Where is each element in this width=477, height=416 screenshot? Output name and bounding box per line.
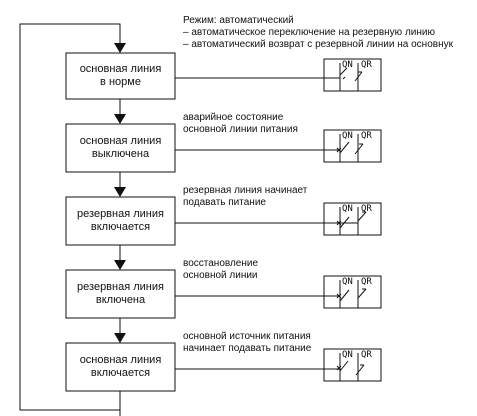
step-5-note-line-2: начинает подавать питание [183,343,312,354]
switch-schematic-5 [323,348,382,382]
qr-label-5: QR [361,350,372,360]
arrow-head [114,333,126,343]
step-3-line-1: резервная линия [77,208,164,220]
step-4-note-line-1: восстановление [183,258,259,269]
qn-label-3: QN [342,204,353,214]
arrow-head [114,260,126,270]
step-2-note-line-2: основной линии питания [183,124,298,135]
switch-schematic-4 [323,275,382,309]
mode-line-2: – автоматический возврат с резервной лин… [183,39,453,50]
step-4-line-1: резервная линия [77,281,164,293]
qr-label-2: QR [361,131,372,141]
step-1-label: основная линия в норме [66,63,175,89]
step-3-note-line-1: резервная линия начинает [183,185,308,196]
step-2-label: основная линия выключена [66,135,175,161]
qn-label-1: QN [342,60,353,70]
step-box-2 [65,123,176,173]
step-1-line-2: в норме [100,76,141,88]
arrow-head [114,114,126,124]
step-5-line-2: включается [90,367,151,379]
step-3-label: резервная линия включается [66,208,175,234]
step-box-3 [65,196,176,246]
step-5-line-1: основная линия [79,354,162,366]
step-3-note-line-2: подавать питание [183,197,266,208]
step-1-line-1: основная линия [79,63,162,75]
switch-schematic-2 [323,129,382,163]
step-3-line-2: включается [90,221,151,233]
arrow-head [114,187,126,197]
qn-label-5: QN [342,350,353,360]
qr-label-4: QR [361,277,372,287]
step-box-4 [65,269,176,319]
step-4-line-2: включена [95,294,146,306]
step-4-note-line-2: основной линии [183,270,258,281]
mode-title: Режим: автоматический [183,15,294,26]
qn-label-4: QN [342,277,353,287]
arrow-head [114,43,126,53]
qr-label-3: QR [361,204,372,214]
feedback-loop-line-bottom [20,402,121,411]
step-2-line-1: основная линия [79,135,162,147]
step-5-note-line-1: основной источник питания [183,331,311,342]
qr-label-1: QR [361,60,372,70]
step-4-label: резервная линия включена [66,281,175,307]
switch-schematic-3 [323,202,382,236]
step-box-1 [65,52,176,100]
mode-line-1: – автоматическое переключение на резервн… [183,27,435,38]
switch-schematic-1 [323,58,382,92]
step-2-note-line-1: аварийное состояние [183,112,284,123]
step-5-label: основная линия включается [66,354,175,380]
qn-label-2: QN [342,131,353,141]
step-2-line-2: выключена [91,148,150,160]
step-box-5 [65,342,176,392]
